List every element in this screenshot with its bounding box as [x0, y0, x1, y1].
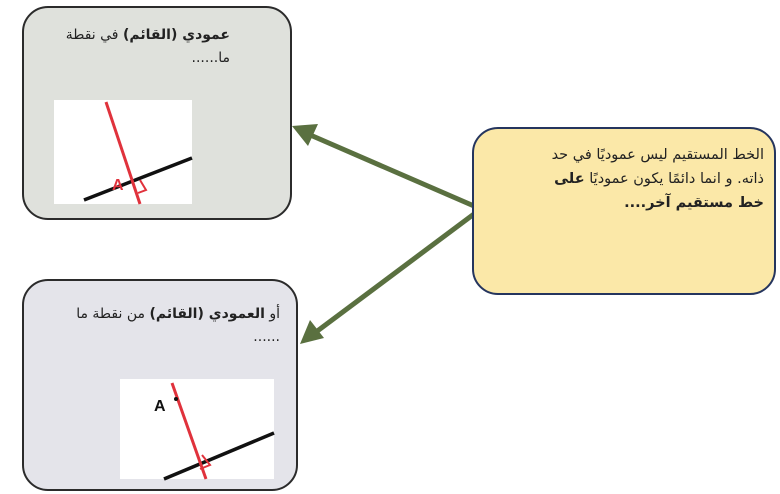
top-box-text: عمودي (القائم) في نقطة ما...... [30, 24, 230, 70]
top-figure: A [54, 100, 193, 205]
definition-text: الخط المستقيم ليس عموديًا في حد ذاته. و … [482, 143, 764, 215]
bottom-box-line2: ...... [253, 329, 280, 345]
base-line [163, 431, 275, 481]
point-label: A [112, 177, 124, 194]
right-angle-marker-icon [137, 179, 148, 194]
base-line [83, 156, 193, 202]
top-box-line2: ما...... [191, 50, 230, 66]
top-box-rest: في نقطة [65, 27, 119, 43]
arrowhead-bottom-icon [300, 320, 324, 344]
bottom-box-bold: العمودي (القائم) [149, 306, 265, 322]
arrow-to-top-box [307, 131, 475, 209]
right-angle-marker-icon [199, 454, 212, 470]
perpendicular-from-point-box: أو العمودي (القائم) من نقطة ما ...... A [22, 279, 298, 491]
definition-line3: خط مستقيم آخر.... [624, 195, 764, 211]
bottom-box-text: أو العمودي (القائم) من نقطة ما ...... [30, 303, 280, 349]
bottom-figure: A [120, 379, 275, 481]
arrow-to-bottom-box [314, 211, 476, 335]
top-box-bold: عمودي (القائم) [122, 27, 230, 43]
definition-line2: ذاته. و انما دائمًا يكون عموديًا [589, 171, 764, 187]
point-a-dot [174, 397, 178, 401]
bottom-box-prefix: أو [269, 306, 280, 322]
definition-line2-bold: على [554, 171, 585, 187]
definition-box: الخط المستقيم ليس عموديًا في حد ذاته. و … [472, 127, 776, 295]
point-label: A [154, 398, 166, 415]
definition-line1: الخط المستقيم ليس عموديًا في حد [551, 147, 764, 163]
perpendicular-at-point-box: عمودي (القائم) في نقطة ما...... A [22, 6, 292, 220]
perpendicular-line [104, 101, 142, 205]
arrowhead-top-icon [292, 124, 318, 146]
bottom-box-rest: من نقطة ما [76, 306, 145, 322]
